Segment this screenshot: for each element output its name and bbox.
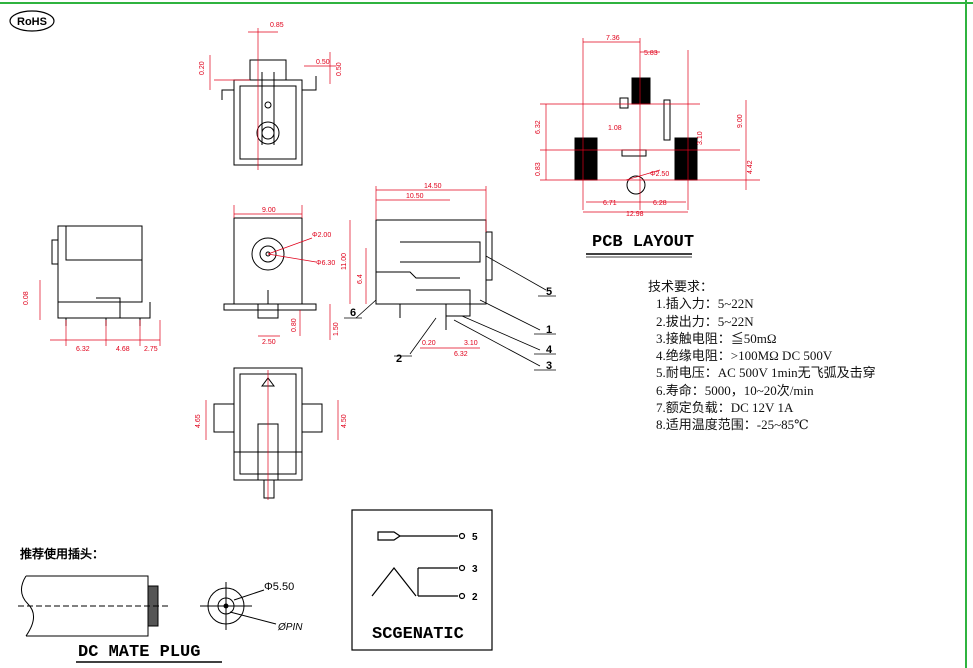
dim-pcb-phi250: Φ2.50 — [650, 171, 669, 178]
dim-pcb-583: 5.83 — [644, 50, 658, 57]
callout-5: 5 — [546, 286, 552, 298]
dc-plug-front — [200, 582, 277, 630]
dim-left-008: 0.08 — [23, 291, 30, 305]
bottom-view-dims — [205, 370, 339, 500]
dim-side-020: 0.20 — [422, 340, 436, 347]
dim-top-085: 0.85 — [270, 22, 284, 29]
dim-top-050b: 0.50 — [336, 62, 343, 76]
schematic-symbol — [371, 531, 466, 600]
dim-pcb-671: 6.71 — [603, 200, 617, 207]
callout-6: 6 — [350, 307, 356, 319]
top-view-dims — [209, 28, 336, 170]
requirements-heading: 技术要求： — [648, 279, 714, 294]
dim-side-632: 6.32 — [454, 351, 468, 358]
rohs-label: RoHS — [17, 16, 47, 28]
dim-front-phi630: Φ6.30 — [316, 260, 335, 267]
callout-4: 4 — [546, 344, 553, 356]
dim-side-1100: 11.00 — [341, 253, 348, 270]
dim-left-632: 6.32 — [76, 346, 90, 353]
dim-pcb-108: 1.08 — [608, 125, 622, 132]
side-view-dims — [349, 186, 487, 349]
dc-mate-plug-title: DC MATE PLUG — [78, 643, 200, 662]
dim-side-64: 6.4 — [357, 274, 364, 284]
callout-3: 3 — [546, 360, 552, 372]
requirement-item-5: 5.耐电压：AC 500V 1min无飞弧及击穿 — [656, 365, 876, 381]
dim-top-020: 0.20 — [199, 61, 206, 75]
rohs-badge — [9, 10, 55, 32]
dim-front-080: 0.80 — [291, 318, 298, 332]
left-side-view — [51, 225, 151, 326]
side-section-view — [375, 219, 493, 330]
callout-2: 2 — [396, 353, 402, 365]
pcb-layout-title: PCB LAYOUT — [592, 233, 694, 252]
requirement-item-7: 7.额定负载：DC 12V 1A — [656, 400, 794, 416]
dim-pcb-628: 6.28 — [653, 200, 667, 207]
dim-top-050a: 0.50 — [316, 59, 330, 66]
dim-front-150: 1.50 — [333, 322, 340, 336]
dim-bottom-465: 4.65 — [195, 414, 202, 428]
dim-pcb-736: 7.36 — [606, 35, 620, 42]
dim-bottom-450: 4.50 — [341, 414, 348, 428]
schematic-pin-2: 2 — [472, 592, 478, 603]
dim-side-1050: 10.50 — [406, 193, 424, 200]
technical-requirements: 技术要求： 1.插入力：5~22N 2.拔出力：5~22N 3.接触电阻：≦50… — [648, 278, 876, 434]
requirement-item-2: 2.拔出力：5~22N — [656, 313, 754, 329]
schematic-box — [351, 509, 493, 651]
dc-plug-side — [18, 575, 170, 637]
schematic-title: SCGENATIC — [372, 625, 464, 644]
front-view-dims — [233, 205, 331, 340]
dim-left-275: 2.75 — [144, 346, 158, 353]
front-view — [223, 217, 317, 319]
requirement-item-4: 4.绝缘电阻：>100MΩ DC 500V — [656, 348, 833, 364]
dim-pcb-1298: 12.98 — [626, 211, 644, 218]
dim-pcb-083: 0.83 — [535, 162, 542, 176]
recommended-plug-label: 推荐使用插头： — [20, 546, 104, 561]
schematic-pin-5: 5 — [472, 532, 478, 543]
dim-front-250: 2.50 — [262, 339, 276, 346]
top-view — [221, 59, 317, 166]
requirement-item-1: 1.插入力：5~22N — [656, 296, 754, 312]
requirement-item-3: 3.接触电阻：≦50mΩ — [656, 330, 777, 346]
dim-left-468: 4.68 — [116, 346, 130, 353]
pcb-layout-dims — [540, 38, 760, 213]
callout-leaders — [344, 255, 556, 371]
plug-pin-label: ØPIN — [277, 622, 303, 633]
dim-pcb-442: 4.42 — [747, 160, 754, 174]
pcb-layout — [574, 77, 698, 195]
dim-front-900: 9.00 — [262, 207, 276, 214]
left-view-dims — [39, 280, 161, 346]
dim-front-phi200: Φ2.00 — [312, 232, 331, 239]
dim-side-1450: 14.50 — [424, 183, 442, 190]
dim-side-310: 3.10 — [464, 340, 478, 347]
requirement-item-6: 6.寿命：5000，10~20次/min — [656, 382, 814, 398]
callout-1: 1 — [546, 324, 552, 336]
dim-pcb-632: 6.32 — [535, 120, 542, 134]
requirement-item-8: 8.适用温度范围：-25~85℃ — [656, 417, 809, 433]
dim-pcb-900: 9.00 — [737, 114, 744, 128]
plug-diameter-550: Φ5.50 — [264, 581, 294, 593]
schematic-pin-3: 3 — [472, 564, 478, 575]
dim-pcb-310: 3.10 — [697, 131, 704, 145]
